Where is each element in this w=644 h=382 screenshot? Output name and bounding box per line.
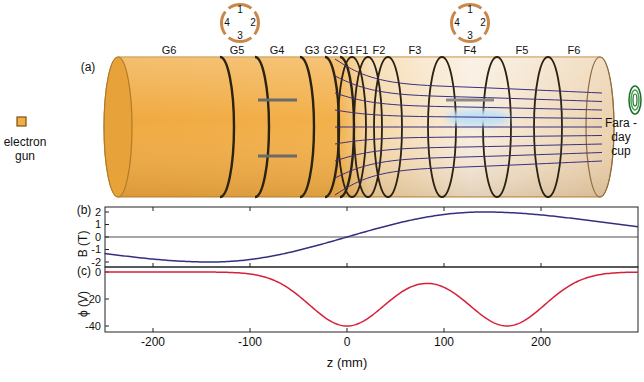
electrode-cross-section: 1234 xyxy=(218,1,262,45)
field-line xyxy=(335,59,602,93)
field-line xyxy=(335,136,602,145)
tick-label: 1 xyxy=(95,218,101,231)
segment-number: 2 xyxy=(250,18,256,28)
segment-gap xyxy=(258,99,297,102)
segment-gap xyxy=(446,99,494,102)
tick-mark xyxy=(105,299,109,300)
panel-letter: (a) xyxy=(81,61,96,75)
axis-title: B (T) xyxy=(77,231,91,258)
electrode-name: F2 xyxy=(373,44,386,57)
tick-label: 200 xyxy=(531,336,551,350)
plasma-cloud xyxy=(446,110,510,126)
electrode-name: G4 xyxy=(270,44,285,57)
tick-mark xyxy=(105,326,109,327)
tick-mark xyxy=(153,328,154,332)
tick-mark xyxy=(105,262,109,263)
tick-mark xyxy=(444,328,445,332)
tick-mark xyxy=(105,237,109,238)
tick-mark xyxy=(250,328,251,332)
field-line xyxy=(335,93,602,110)
tick-label: 0 xyxy=(95,266,101,279)
plot-frame xyxy=(105,207,638,267)
electrode-name: F3 xyxy=(409,44,422,57)
electrode-gap xyxy=(300,57,314,197)
tick-mark xyxy=(105,249,109,250)
field-curve xyxy=(105,212,639,262)
potential-curve xyxy=(105,272,639,326)
segment-number: 1 xyxy=(237,5,243,15)
segment-number: 2 xyxy=(480,18,486,28)
electron-gun-symbol xyxy=(17,117,26,126)
electrode-name: G3 xyxy=(305,44,320,57)
electrode-name: F6 xyxy=(568,44,581,57)
segment-gap xyxy=(258,155,297,158)
tick-mark xyxy=(250,263,251,267)
field-line xyxy=(335,110,602,119)
tick-mark xyxy=(347,328,348,332)
tick-mark xyxy=(153,263,154,267)
segment-number: 3 xyxy=(467,31,473,41)
tick-mark xyxy=(250,207,251,211)
field-line xyxy=(335,144,602,161)
tick-label: 100 xyxy=(434,336,454,350)
field-line xyxy=(335,76,602,102)
field-line xyxy=(335,127,602,128)
electrode-gap xyxy=(255,57,269,197)
axis-title: z (mm) xyxy=(327,356,367,371)
panel-letter: (c) xyxy=(77,265,91,279)
segment-number: 1 xyxy=(467,5,473,15)
tick-mark xyxy=(347,263,348,267)
plot-frame xyxy=(105,267,638,332)
tick-label: -1 xyxy=(91,243,101,256)
device-label: Fara -day cup xyxy=(605,117,637,158)
field-line xyxy=(335,153,602,179)
tick-mark xyxy=(105,224,109,225)
electrode-cross-section: 1234 xyxy=(448,1,492,45)
electrode-name: G5 xyxy=(230,44,245,57)
tick-mark xyxy=(347,207,348,211)
tick-mark xyxy=(444,263,445,267)
field-line xyxy=(335,161,602,195)
faraday-cup-symbol xyxy=(629,86,641,114)
tick-label: -20 xyxy=(85,293,101,306)
tick-label: 0 xyxy=(344,336,351,350)
electrode-name: F4 xyxy=(464,44,477,57)
tick-mark xyxy=(541,328,542,332)
electrode-name: G6 xyxy=(162,44,177,57)
tick-label: -200 xyxy=(141,336,165,350)
segment-number: 4 xyxy=(454,18,460,28)
electrode-name: F1 xyxy=(356,44,369,57)
tick-label: -100 xyxy=(238,336,262,350)
electrode-name: F5 xyxy=(516,44,529,57)
tick-mark xyxy=(105,212,109,213)
tick-mark xyxy=(541,207,542,211)
tick-mark xyxy=(541,263,542,267)
tick-label: 0 xyxy=(95,231,101,244)
tick-label: 2 xyxy=(95,206,101,219)
electrode-stack xyxy=(104,57,614,197)
magnetic-field-lines xyxy=(335,59,602,195)
tick-mark xyxy=(153,207,154,211)
electrode-name: G2 xyxy=(324,44,339,57)
segment-number: 4 xyxy=(224,18,230,28)
segment-number: 3 xyxy=(237,31,243,41)
device-label: electron gun xyxy=(0,136,50,164)
panel-letter: (b) xyxy=(77,204,92,218)
plots xyxy=(105,207,639,332)
electrode-name: G1 xyxy=(340,44,355,57)
tick-mark xyxy=(444,207,445,211)
tick-label: -40 xyxy=(85,320,101,333)
electrode-gap xyxy=(220,57,234,197)
zero-line xyxy=(105,237,638,238)
